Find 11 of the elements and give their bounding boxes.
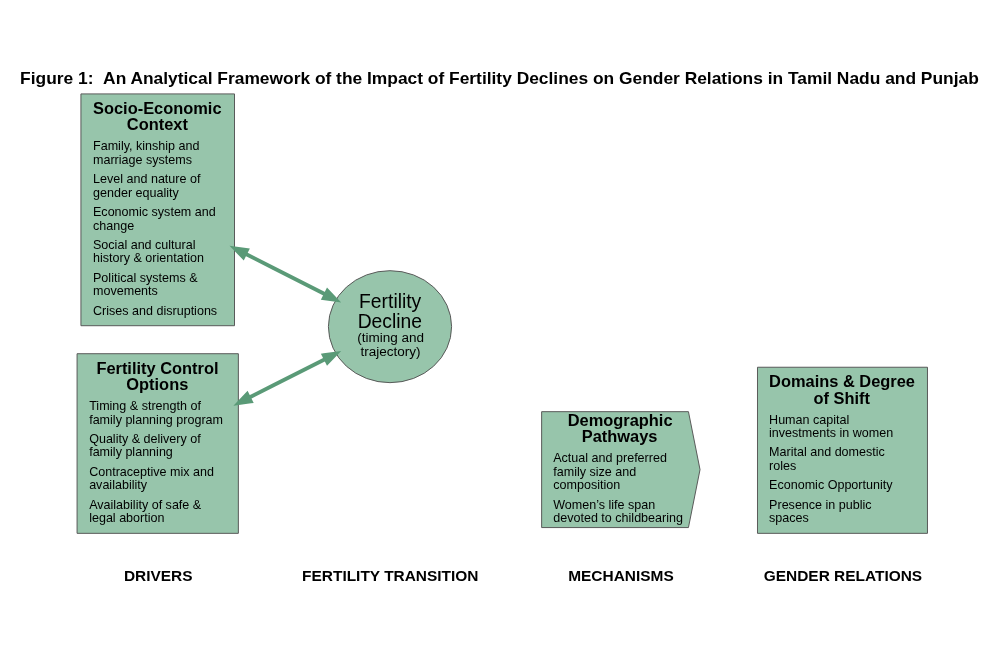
arrow <box>233 350 342 406</box>
diagram-title: Figure 1: An Analytical Framework of the Impact of Fertility Declines on Gender Relations in Tamil Nadu and Punjab <box>20 67 979 88</box>
label: GENDER RELATIONS <box>763 566 923 584</box>
label: FERTILITY TRANSITION <box>302 566 479 584</box>
node-box: Fertility Control Options Timing & strength of family planning program Quality & delivery of family planning Contraceptive mix and availability Availability of safe & legal abortion <box>76 352 239 534</box>
node-box: Domains & Degree of Shift Human capital investments in women Marital and domestic roles Economic Opportunity Presence in public spaces <box>757 366 928 534</box>
label: MECHANISMS <box>568 566 674 584</box>
node-box: Socio-Economic Context Family, kinship and marriage systems Level and nature of gender equality Economic system and change Social and cultural history & orientation Political systems & movements Crises and disruptions <box>80 92 235 326</box>
arrow <box>229 245 342 302</box>
node-circle: Fertility Decline (timing and trajectory) <box>327 269 453 383</box>
label: DRIVERS <box>123 566 193 584</box>
